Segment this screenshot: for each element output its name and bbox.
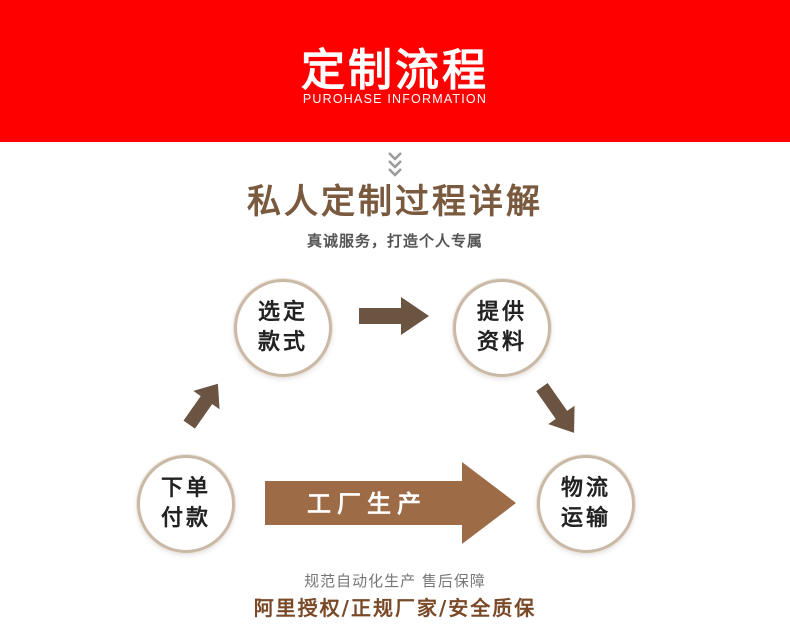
footer-tagline: 规范自动化生产 售后保障 bbox=[304, 572, 486, 590]
step-line: 款式 bbox=[257, 330, 308, 355]
arrow-right-icon bbox=[359, 297, 429, 335]
step-select-style: 选定 款式 bbox=[234, 279, 332, 377]
section-subheading: 真诚服务，打造个人专属 bbox=[306, 232, 483, 250]
factory-label: 工厂生产 bbox=[307, 490, 427, 518]
factory-arrow-icon bbox=[265, 462, 516, 544]
chevron-down-icon bbox=[388, 152, 402, 177]
step-line: 提供 bbox=[476, 300, 527, 325]
step-order-pay: 下单 付款 bbox=[137, 455, 235, 553]
step-line: 付款 bbox=[160, 506, 211, 531]
banner-title: 定制流程 bbox=[301, 45, 489, 96]
arrow-down-icon bbox=[536, 383, 575, 433]
step-logistics: 物流 运输 bbox=[537, 455, 635, 553]
footer-guarantee: 阿里授权/正规厂家/安全质保 bbox=[253, 596, 537, 620]
arrow-up-icon bbox=[183, 383, 220, 429]
step-provide-info: 提供 资料 bbox=[453, 279, 551, 377]
section-heading: 私人定制过程详解 bbox=[247, 182, 543, 222]
header-banner: 定制流程 PUROHASE INFORMATION bbox=[0, 0, 790, 142]
step-line: 物流 bbox=[560, 476, 611, 501]
step-line: 资料 bbox=[476, 330, 527, 355]
step-line: 下单 bbox=[160, 476, 211, 501]
banner-subtitle: PUROHASE INFORMATION bbox=[302, 92, 488, 106]
step-line: 运输 bbox=[560, 506, 611, 531]
step-line: 选定 bbox=[257, 300, 308, 325]
